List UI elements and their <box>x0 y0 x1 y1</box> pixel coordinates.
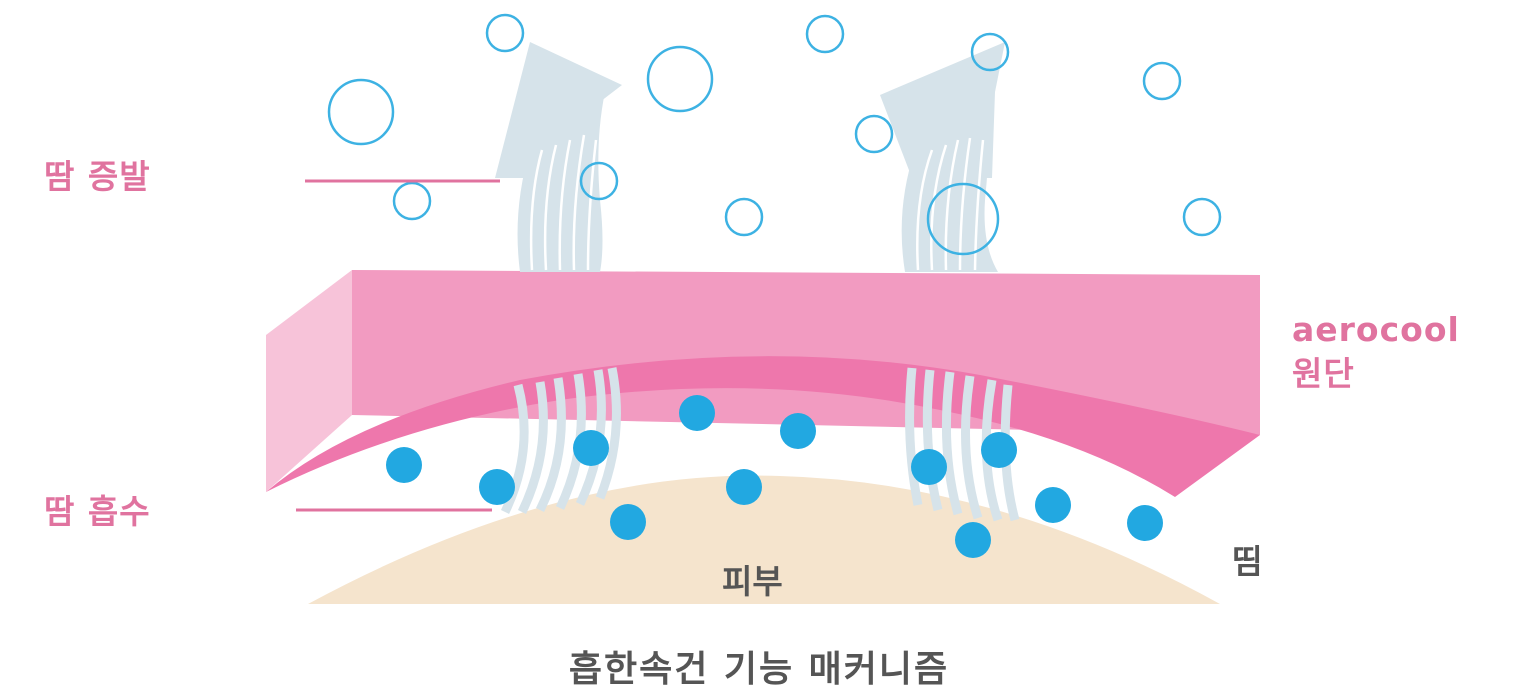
vapor-bubble <box>807 16 843 52</box>
sweat-label: 띰 <box>1232 535 1262 583</box>
absorption-label: 땀 흡수 <box>44 485 151 533</box>
fabric-label-line1: aerocool <box>1292 308 1460 352</box>
fabric-label-line2: 원단 <box>1292 352 1460 396</box>
sweat-droplet <box>780 413 816 449</box>
vapor-bubble <box>648 47 712 111</box>
sweat-droplet <box>726 469 762 505</box>
sweat-droplet <box>1035 487 1071 523</box>
skin-label: 피부 <box>722 555 783 603</box>
vapor-bubble <box>1144 63 1180 99</box>
sweat-droplet <box>955 522 991 558</box>
sweat-droplet <box>1127 505 1163 541</box>
diagram-caption: 흡한속건 기능 매커니즘 <box>0 640 1518 692</box>
sweat-droplet <box>981 432 1017 468</box>
evaporation-label: 땀 증발 <box>44 150 151 198</box>
vapor-bubble <box>1184 199 1220 235</box>
vapor-bubble <box>856 116 892 152</box>
vapor-bubble <box>394 183 430 219</box>
fabric-label: aerocool 원단 <box>1292 308 1460 396</box>
vapor-bubble <box>726 199 762 235</box>
sweat-droplet <box>386 447 422 483</box>
sweat-droplet <box>679 395 715 431</box>
sweat-droplet <box>610 504 646 540</box>
sweat-droplet <box>573 430 609 466</box>
vapor-bubble <box>329 80 393 144</box>
sweat-droplet <box>479 469 515 505</box>
sweat-droplet <box>911 449 947 485</box>
vapor-bubble <box>487 15 523 51</box>
vapor-bubbles <box>329 15 1220 254</box>
